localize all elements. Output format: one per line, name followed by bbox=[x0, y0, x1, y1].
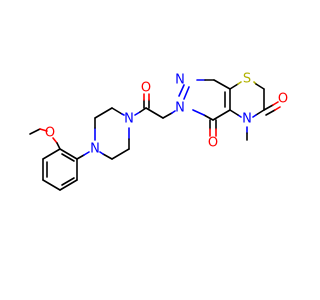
bond-ch2-n-b bbox=[171, 110, 176, 114]
bond-c2-c3 bbox=[94, 107, 113, 119]
benzene-double-3 bbox=[61, 153, 75, 162]
benzene-bond-4 bbox=[59, 179, 78, 191]
bond-n4-c4a-b bbox=[229, 109, 239, 116]
bond-c3-n4 bbox=[255, 109, 265, 116]
bond-ch2-n bbox=[162, 112, 173, 119]
benzene-double-2 bbox=[61, 177, 75, 186]
atom-n-methyl: N bbox=[242, 112, 252, 127]
atom-o-lactam: O bbox=[278, 92, 288, 107]
bond-c8a-s bbox=[229, 83, 239, 90]
bond-n1-carbonyl-b bbox=[139, 107, 147, 113]
bond-c3-o-1b bbox=[272, 101, 279, 106]
atom-o-amide: O bbox=[141, 81, 151, 96]
bond-c3-n1 bbox=[111, 107, 123, 115]
bond-n1-carbonyl bbox=[134, 111, 141, 116]
atom-s-ring: S bbox=[243, 72, 251, 87]
bond-carbonyl-ch2 bbox=[145, 107, 164, 119]
atom-n-pyridazine-a: N bbox=[175, 73, 185, 88]
bond-c8a-s-b bbox=[237, 81, 242, 85]
bond-aryl-n4 bbox=[76, 154, 85, 160]
atom-labels: O N N O N N O S N O bbox=[45, 72, 288, 157]
pyridazinone-ring bbox=[178, 79, 231, 137]
bond-c5-n6-b bbox=[192, 109, 205, 116]
bond-c3-n4-b bbox=[252, 114, 257, 118]
atom-o-methoxy: O bbox=[45, 126, 55, 141]
atom-n-pyridazine-b: N bbox=[175, 101, 185, 116]
atom-n-piperazine-4: N bbox=[90, 142, 100, 157]
piperazine-ring bbox=[76, 107, 130, 160]
bond-methoxy-ring bbox=[56, 142, 61, 150]
molecule-structure: O N N O N N O S N O bbox=[29, 72, 288, 191]
atom-o-pyridazinone: O bbox=[208, 136, 218, 151]
bond-c8-c8a bbox=[213, 79, 231, 90]
bond-c3-o-1 bbox=[263, 104, 274, 111]
acetyl-linker bbox=[134, 93, 176, 119]
bond-n6-n7-double bbox=[178, 84, 185, 97]
bond-methoxy-ch3-o bbox=[39, 128, 48, 132]
benzene-bond-1 bbox=[42, 148, 61, 160]
bond-methoxy-o-ring bbox=[52, 137, 58, 144]
methoxyphenyl-group bbox=[29, 128, 78, 191]
benzene-bond-6 bbox=[59, 148, 78, 160]
bond-methoxy-ch3 bbox=[29, 128, 41, 135]
bond-c5-c6 bbox=[111, 148, 130, 160]
atom-n-piperazine-1: N bbox=[124, 112, 134, 127]
bond-n6-n7 bbox=[183, 86, 190, 100]
bond-c3-n1-b bbox=[121, 113, 125, 116]
bond-s-c2-b bbox=[255, 83, 265, 90]
bond-c6-n4-b bbox=[99, 151, 104, 155]
bond-c6-n4 bbox=[102, 153, 113, 160]
thiazinone-ring bbox=[229, 81, 281, 141]
benzene-bond-3 bbox=[42, 179, 61, 191]
bond-c5-n6 bbox=[203, 114, 214, 121]
bond-c3-o-2 bbox=[265, 109, 276, 116]
bond-aryl-n4-b bbox=[83, 151, 90, 156]
bond-c3-o-2b bbox=[274, 106, 281, 111]
bond-c4a-c5 bbox=[212, 109, 231, 121]
